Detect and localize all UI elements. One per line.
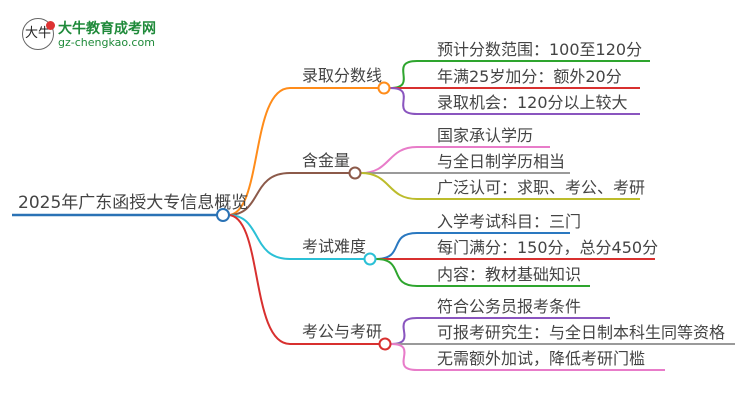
- leaf-label[interactable]: 年满25岁加分：额外20分: [437, 67, 622, 86]
- branch-node[interactable]: [377, 81, 391, 95]
- leaf-connector: [389, 60, 650, 89]
- leaf-connector: [390, 317, 610, 345]
- branch-connector: [227, 172, 349, 216]
- branch-label[interactable]: 考试难度: [302, 237, 366, 256]
- branch-node[interactable]: [378, 337, 392, 351]
- root-label[interactable]: 2025年广东函授大专信息概览: [18, 193, 248, 213]
- leaf-label[interactable]: 符合公务员报考条件: [437, 297, 581, 316]
- leaf-label[interactable]: 录取机会：120分以上较大: [437, 93, 628, 112]
- leaf-connector: [389, 87, 640, 115]
- leaf-label[interactable]: 与全日制学历相当: [437, 152, 565, 171]
- root-node[interactable]: [216, 208, 230, 222]
- branch-connector: [227, 214, 379, 345]
- leaf-label[interactable]: 无需额外加试，降低考研门槛: [437, 349, 645, 368]
- logo: 大牛 大牛教育成考网 gz-chengkao.com: [18, 14, 158, 52]
- branch-label[interactable]: 含金量: [302, 151, 350, 170]
- leaf-connector: [360, 146, 550, 174]
- leaf-label[interactable]: 可报考研究生：与全日制本科生同等资格: [437, 323, 725, 342]
- leaf-connector: [375, 258, 590, 287]
- leaf-connector: [360, 172, 640, 200]
- branch-connector: [227, 214, 364, 260]
- leaf-label[interactable]: 入学考试科目：三门: [437, 212, 581, 231]
- branch-label[interactable]: 录取分数线: [302, 66, 382, 85]
- logo-url: gz-chengkao.com: [58, 36, 155, 49]
- branch-label[interactable]: 考公与考研: [302, 322, 382, 341]
- logo-mark: 大牛: [22, 18, 55, 50]
- leaf-label[interactable]: 广泛认可：求职、考公、考研: [437, 178, 645, 197]
- leaf-label[interactable]: 预计分数范围：100至120分: [437, 40, 642, 59]
- branch-node[interactable]: [348, 166, 362, 180]
- branch-connector: [227, 87, 378, 216]
- logo-brand: 大牛教育成考网: [58, 21, 156, 37]
- leaf-connector: [375, 232, 570, 260]
- leaf-label[interactable]: 国家承认学历: [437, 126, 533, 145]
- leaf-label[interactable]: 每门满分：150分，总分450分: [437, 238, 658, 257]
- leaf-label[interactable]: 内容：教材基础知识: [437, 265, 581, 284]
- leaf-connector: [390, 343, 665, 371]
- branch-node[interactable]: [363, 252, 377, 266]
